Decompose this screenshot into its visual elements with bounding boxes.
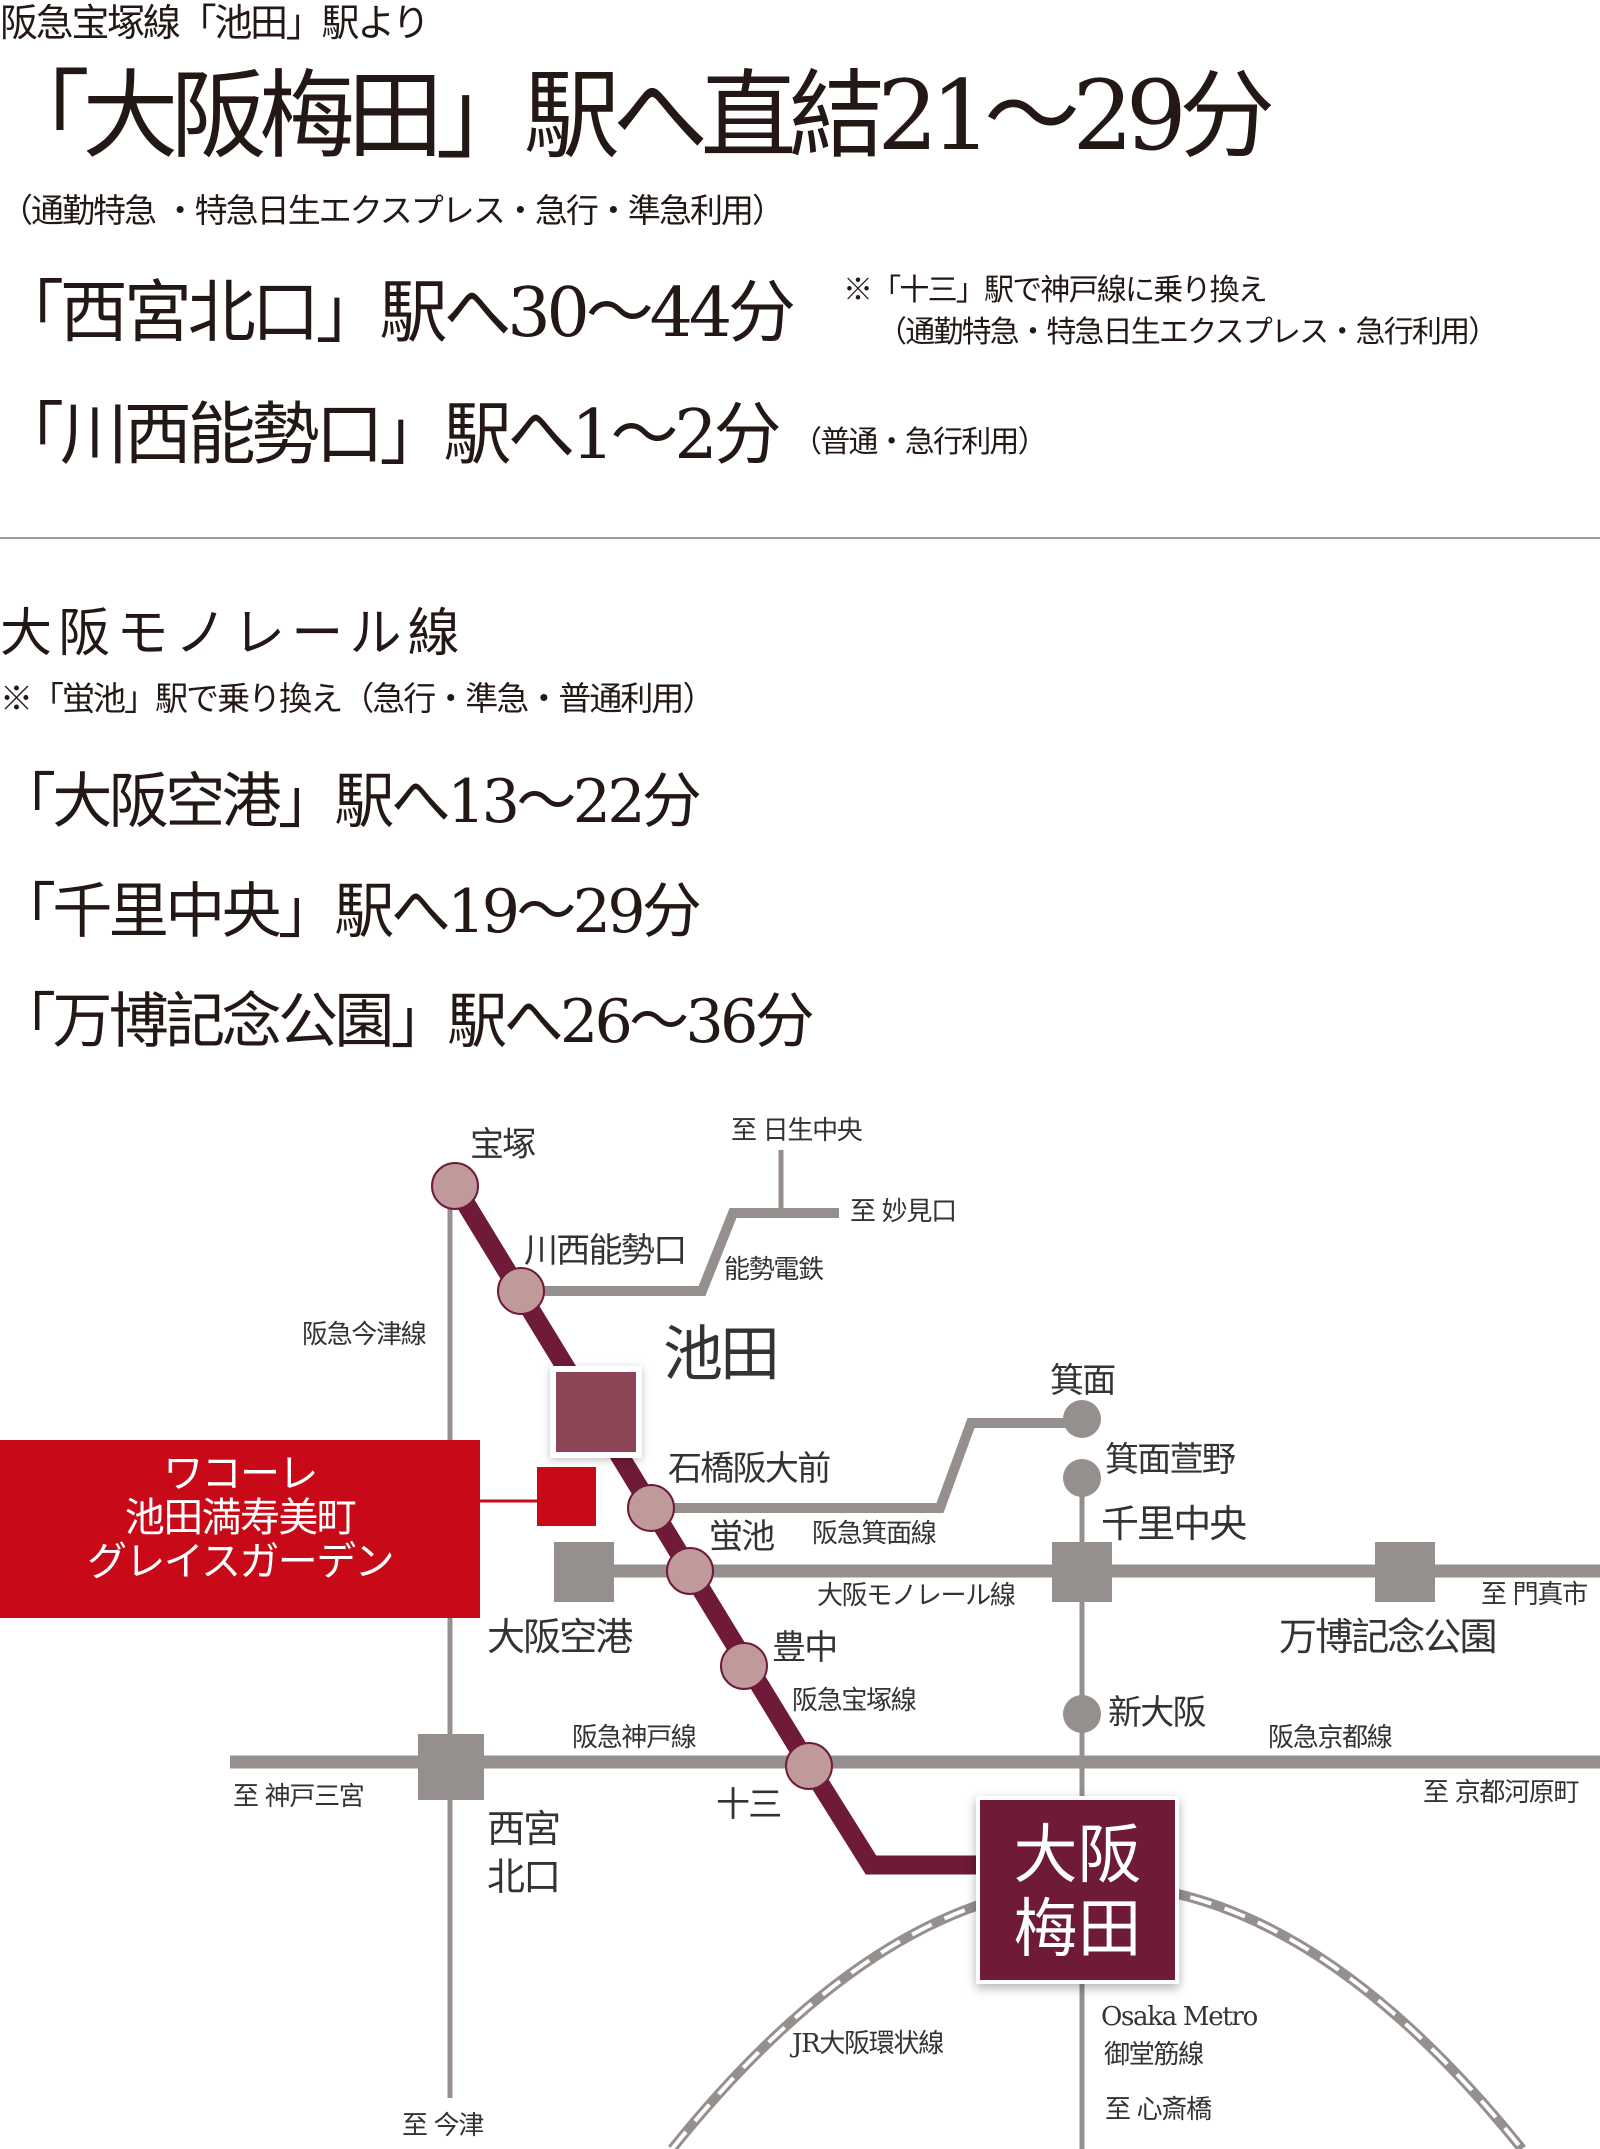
senri-chuo-label: 千里中央 (1101, 1502, 1247, 1546)
dir-nissei-chuo: 至 日生中央 (731, 1116, 863, 1146)
toyonaka-station-dot (720, 1642, 768, 1690)
nose-line (521, 1208, 839, 1296)
nose-line-label: 能勢電鉄 (724, 1255, 824, 1285)
metro-label: Osaka Metro (1101, 2002, 1258, 2032)
umeda-route-note: （通勤特急 ・特急日生エクスプレス・急行・準急利用） (0, 191, 785, 230)
minoh-kayano-station-dot (1063, 1459, 1101, 1497)
section-divider (0, 537, 1600, 539)
takarazuka-label: 宝塚 (470, 1125, 536, 1165)
minoh-label: 箕面 (1050, 1361, 1116, 1401)
senri-chuo-route: 「千里中央」駅へ19〜29分 (0, 877, 702, 947)
dir-kobe-sannomiya: 至 神戸三宮 (233, 1782, 365, 1812)
ishibashi-station-dot (627, 1484, 675, 1532)
kobe-line-label: 阪急神戸線 (572, 1723, 697, 1753)
ikeda-label: 池田 (663, 1320, 780, 1390)
dir-shinsaibashi: 至 心斎橋 (1105, 2095, 1212, 2125)
midosuji-label: 御堂筋線 (1104, 2040, 1204, 2070)
property-name-3: グレイスガーデン (87, 1539, 395, 1585)
property-box: ワコーレ 池田満寿美町 グレイスガーデン (0, 1440, 480, 1618)
nishinomiya-note-2: （通勤特急・特急日生エクスプレス・急行利用） (877, 315, 1498, 350)
jr-loop-label: JR大阪環状線 (792, 2029, 944, 2059)
shin-osaka-station-dot (1063, 1695, 1101, 1733)
shin-osaka-label: 新大阪 (1108, 1693, 1207, 1733)
minoh-line-label: 阪急箕面線 (812, 1519, 937, 1549)
umeda-route-heading: 「大阪梅田」駅へ直結21〜29分 (0, 60, 1275, 172)
imazu-line-label: 阪急今津線 (302, 1320, 427, 1350)
umeda-label-2: 梅田 (1013, 1892, 1142, 1967)
ishibashi-label: 石橋阪大前 (668, 1449, 831, 1489)
kawanishi-note: （普通・急行利用） (792, 425, 1048, 460)
senri-chuo-square (1052, 1542, 1112, 1602)
monorail-line-label: 大阪モノレール線 (817, 1581, 1016, 1611)
juso-label: 十三 (716, 1785, 782, 1825)
osaka-airport-square (554, 1542, 614, 1602)
nishinomiya-label-1: 西宮 (487, 1807, 561, 1851)
monorail-note: ※「蛍池」駅で乗り換え（急行・準急・普通利用） (0, 679, 715, 718)
intro-text: 阪急宝塚線「池田」駅より (0, 1, 430, 45)
umeda-station-box: 大阪 梅田 (976, 1796, 1179, 1984)
property-name-1: ワコーレ (163, 1451, 318, 1497)
osaka-airport-route: 「大阪空港」駅へ13〜22分 (0, 767, 702, 837)
kawanishi-route: 「川西能勢口」駅へ1〜2分 (0, 396, 782, 475)
ikeda-station-square (556, 1372, 636, 1452)
minoh-kayano-label: 箕面萱野 (1105, 1440, 1236, 1480)
nishinomiya-square (418, 1734, 484, 1800)
property-marker (537, 1467, 596, 1526)
takarazuka-line (446, 1181, 976, 1875)
minoh-line (651, 1418, 1082, 1513)
juso-station-dot (785, 1742, 833, 1790)
banpaku-square (1375, 1542, 1435, 1602)
minoh-station-dot (1063, 1400, 1101, 1438)
kawanishi-label: 川西能勢口 (524, 1231, 687, 1271)
nishinomiya-route: 「西宮北口」駅へ30〜44分 (0, 274, 796, 353)
umeda-label-1: 大阪 (1013, 1819, 1142, 1893)
toyonaka-label: 豊中 (772, 1628, 838, 1668)
dir-kadoma: 至 門真市 (1481, 1580, 1588, 1610)
kawanishi-station-dot (497, 1267, 545, 1315)
banpaku-label: 万博記念公園 (1279, 1615, 1498, 1659)
nishinomiya-note-1: ※「十三」駅で神戸線に乗り換え (843, 273, 1268, 308)
kyoto-line-label: 阪急京都線 (1268, 1723, 1393, 1753)
property-name-2: 池田満寿美町 (124, 1495, 357, 1541)
dir-kawaramachi: 至 京都河原町 (1423, 1778, 1579, 1808)
nishinomiya-label-2: 北口 (487, 1855, 561, 1899)
hotarugaike-label: 蛍池 (709, 1517, 775, 1557)
osaka-airport-label: 大阪空港 (487, 1615, 633, 1659)
monorail-title: 大阪モノレール線 (0, 604, 466, 664)
banpaku-route: 「万博記念公園」駅へ26〜36分 (0, 987, 815, 1057)
dir-myokenguchi: 至 妙見口 (850, 1197, 957, 1227)
hotarugaike-station-dot (666, 1547, 714, 1595)
takarazuka-line-label: 阪急宝塚線 (792, 1686, 917, 1716)
takarazuka-station-dot (431, 1162, 479, 1210)
dir-imazu: 至 今津 (402, 2111, 484, 2141)
